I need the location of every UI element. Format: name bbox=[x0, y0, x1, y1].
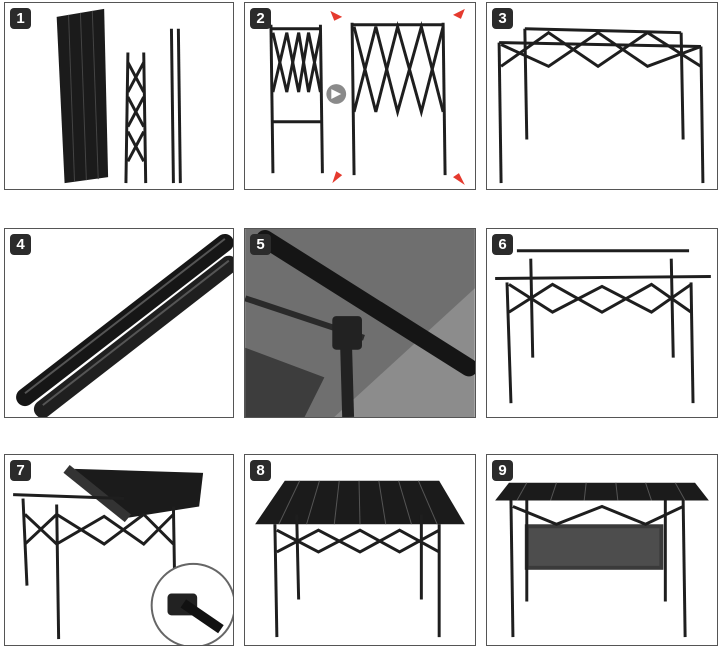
joint-detail-closeup-image bbox=[245, 229, 475, 417]
step-4-panel: 4 bbox=[4, 228, 234, 418]
step-8-panel: 8 bbox=[244, 454, 476, 646]
frame-with-rails-image bbox=[495, 249, 711, 404]
step-badge: 4 bbox=[10, 234, 31, 255]
assembled-table-image bbox=[255, 480, 465, 638]
step-1-panel: 1 bbox=[4, 2, 234, 190]
step-badge: 7 bbox=[10, 460, 31, 481]
rolling-tabletop-image bbox=[13, 465, 233, 645]
step-3-panel: 3 bbox=[486, 2, 718, 190]
step-2-panel: 2 bbox=[244, 2, 476, 190]
folded-table-parts-image bbox=[56, 8, 182, 184]
step-5-panel: 5 bbox=[244, 228, 476, 418]
frame-unfolding-image bbox=[269, 8, 465, 186]
step-9-panel: 9 bbox=[486, 454, 718, 646]
step-badge: 6 bbox=[492, 234, 513, 255]
step-badge: 1 bbox=[10, 8, 31, 29]
step-6-panel: 6 bbox=[486, 228, 718, 418]
step-7-panel: 7 bbox=[4, 454, 234, 646]
step-badge: 9 bbox=[492, 460, 513, 481]
step-badge: 5 bbox=[250, 234, 271, 255]
step-badge: 8 bbox=[250, 460, 271, 481]
tubular-poles-closeup-image bbox=[16, 233, 233, 417]
step-badge: 3 bbox=[492, 8, 513, 29]
expanded-frame-image bbox=[497, 27, 705, 184]
step-badge: 2 bbox=[250, 8, 271, 29]
red-arrow-icon bbox=[330, 8, 465, 186]
table-with-storage-net-image bbox=[495, 482, 709, 638]
